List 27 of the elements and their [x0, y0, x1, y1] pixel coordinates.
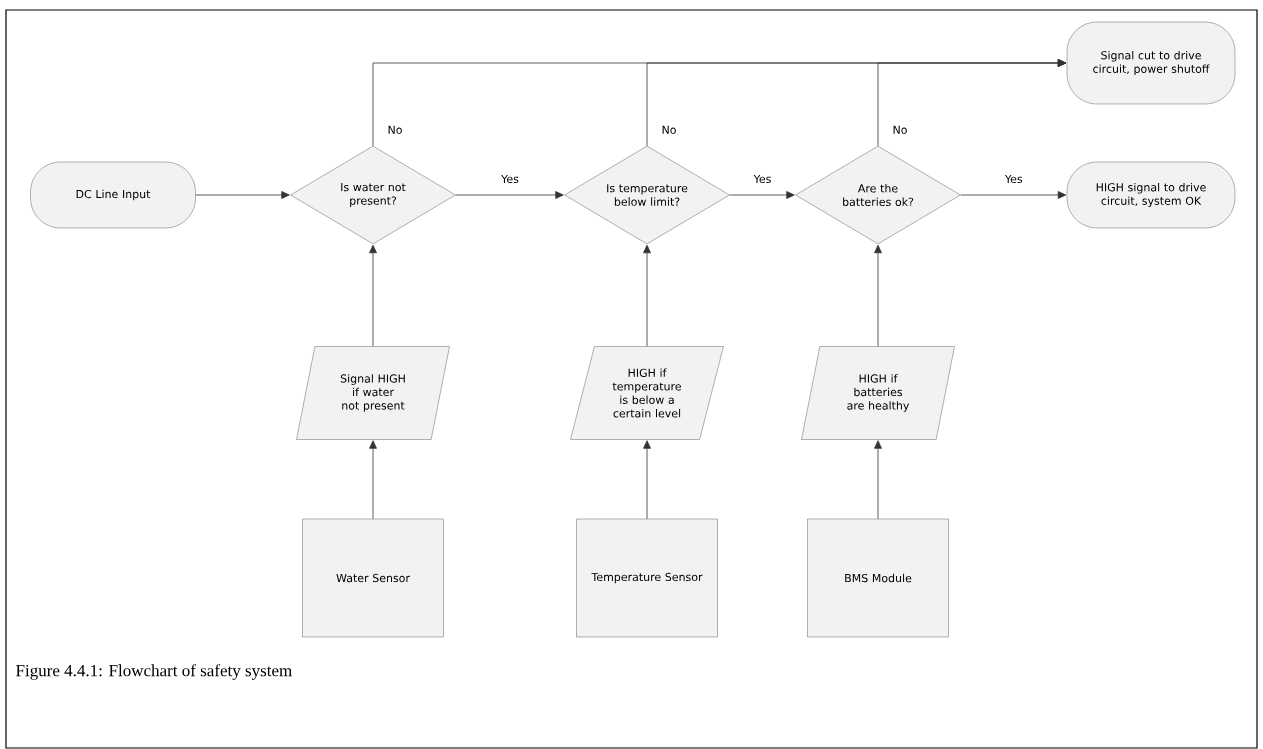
terminal-box: HIGH signal to drive circuit, system OK: [1066, 161, 1236, 229]
data-parallelogram: Signal HIGH if water not present: [296, 346, 450, 440]
arrow: [874, 244, 882, 347]
arrow: [729, 191, 795, 199]
edge-label: No: [386, 124, 404, 135]
process-box: BMS Module: [807, 518, 949, 638]
arrow: [877, 59, 1067, 147]
arrow: [369, 440, 377, 520]
terminal-box: DC Line Input: [30, 161, 196, 229]
edge-label: Yes: [752, 173, 773, 185]
arrow: [369, 244, 377, 347]
arrow: [195, 191, 290, 199]
arrow: [455, 191, 564, 199]
data-parallelogram: HIGH if temperature is below a certain level: [570, 346, 724, 440]
data-parallelogram: HIGH if batteries are healthy: [801, 346, 955, 440]
arrow: [643, 440, 651, 520]
edge-label: No: [891, 124, 909, 135]
terminal-box: Signal cut to drive circuit, power shutoff: [1066, 21, 1236, 105]
arrow: [643, 244, 651, 347]
process-box: Water Sensor: [302, 518, 444, 638]
caption: Figure 4.4.1: Flowchart of safety system: [16, 664, 292, 680]
arrow: [960, 191, 1067, 199]
edge-label: Yes: [500, 173, 520, 185]
process-box: Temperature Sensor: [576, 518, 718, 638]
edge-label: No: [660, 124, 678, 135]
arrow: [874, 440, 882, 520]
edge-label: Yes: [1003, 173, 1024, 185]
